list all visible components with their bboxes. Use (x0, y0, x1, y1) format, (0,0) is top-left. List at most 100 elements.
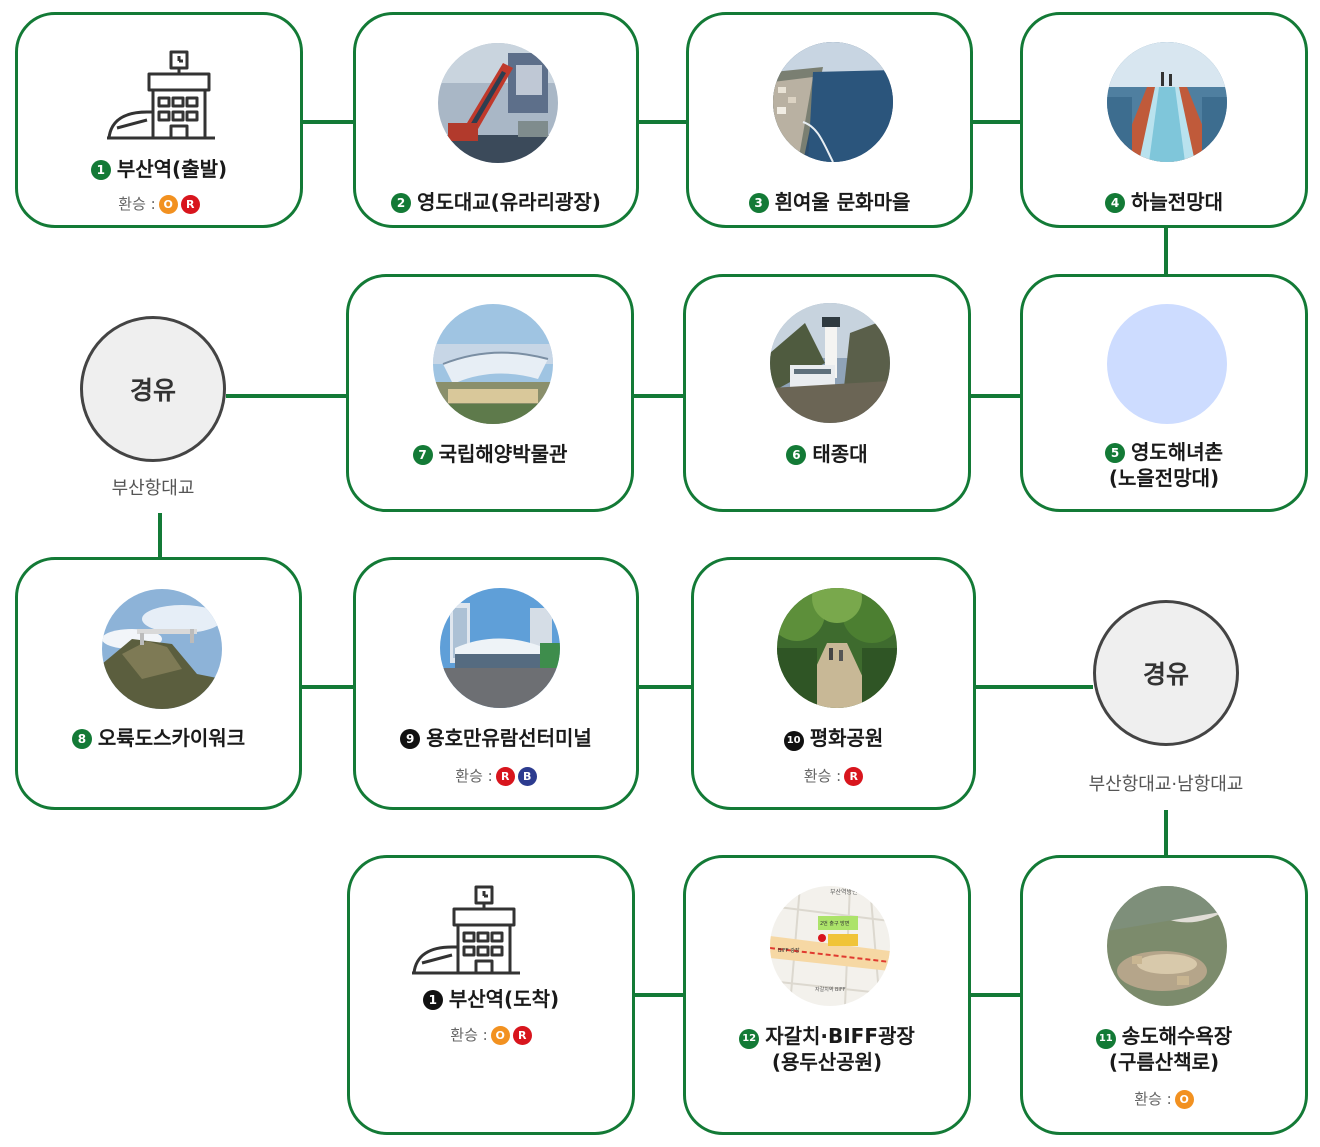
station-name-text: 부산역(도착) (448, 987, 560, 1011)
station-name-line2: (용두산공원) (771, 1050, 883, 1074)
glass-skywalk-photo (1107, 42, 1227, 162)
maritime-museum-photo (433, 304, 553, 424)
coastal-village-photo (773, 42, 893, 162)
transfer-badge-r: R (180, 195, 200, 214)
area-map-photo: 부산역방면 2번 출구 방면 BIFF 광장 자갈치역 BIFF (770, 886, 890, 1006)
route-line (635, 993, 683, 997)
station-name-text: 태종대 (812, 442, 868, 466)
transfer-label: 환승 : (1134, 1090, 1172, 1108)
station-name-text: 자갈치·BIFF광장 (765, 1024, 915, 1048)
station-name-text: 평화공원 (809, 726, 884, 750)
cloud-walkway-photo (1107, 886, 1227, 1006)
station-number: 10 (783, 731, 804, 751)
station-number: 1 (90, 160, 111, 180)
transfer-badge-r: R (512, 1026, 532, 1045)
ferry-terminal-photo (440, 588, 560, 708)
station-name-text: 송도해수욕장 (1121, 1024, 1233, 1048)
transfer-badge-r: R (844, 767, 864, 786)
station-name-text: 영도해녀촌 (1131, 440, 1223, 464)
via-circle-via1: 경유 (80, 316, 226, 462)
station-name-line2: (구름산책로) (1108, 1050, 1220, 1074)
station-name: 4 하늘전망대 (1023, 189, 1305, 215)
station-card-s4[interactable]: 4 하늘전망대 (1020, 12, 1308, 228)
transfer-label: 환승 : (455, 767, 493, 785)
station-number: 9 (400, 729, 421, 749)
route-line (1164, 228, 1168, 274)
route-line (976, 685, 1093, 689)
placeholder-circle (1107, 304, 1227, 424)
via-circle-via2: 경유 (1093, 600, 1239, 746)
route-line (634, 394, 683, 398)
station-number: 8 (71, 729, 92, 749)
station-card-s5[interactable]: 5 영도해녀촌(노을전망대) (1020, 274, 1308, 512)
train-station-icon (107, 50, 219, 144)
map-footer-text: 자갈치역 BIFF (815, 986, 846, 993)
station-name-text: 용호만유람선터미널 (426, 726, 592, 750)
station-name-line2: (노을전망대) (1108, 466, 1220, 490)
station-number: 11 (1095, 1029, 1116, 1049)
transfer-info: 환승 :O (1023, 1088, 1305, 1110)
station-number: 3 (748, 193, 769, 213)
route-line (303, 120, 353, 124)
train-station-icon (412, 885, 524, 979)
route-line (971, 993, 1020, 997)
via-sublabel: 부산항대교·남항대교 (1088, 774, 1244, 795)
route-line (302, 685, 353, 689)
transfer-badge-r: R (495, 767, 515, 786)
transfer-info: 환승 :R (694, 765, 973, 787)
station-name-text: 영도대교(유라리광장) (417, 190, 601, 214)
route-line (971, 394, 1020, 398)
park-path-photo (777, 588, 897, 708)
route-line (1164, 810, 1168, 855)
cliff-skywalk-photo (102, 589, 222, 709)
station-number: 5 (1105, 443, 1125, 463)
station-name-text: 오륙도스카이워크 (97, 726, 246, 750)
transfer-badge-o: O (158, 195, 178, 214)
map-header-text: 부산역방면 (830, 888, 858, 896)
transfer-label: 환승 : (450, 1026, 488, 1044)
station-number: 12 (739, 1029, 760, 1049)
route-line (973, 120, 1020, 124)
transfer-badge-o: O (1174, 1090, 1194, 1109)
station-number: 1 (422, 990, 443, 1010)
station-number: 6 (786, 445, 807, 465)
route-line (226, 394, 346, 398)
transfer-badge-b: B (517, 767, 537, 786)
station-number: 4 (1105, 193, 1125, 213)
station-name-text: 국립해양박물관 (438, 442, 568, 466)
station-name-text: 하늘전망대 (1131, 190, 1223, 214)
station-name-text: 부산역(출발) (116, 157, 228, 181)
route-line (158, 513, 162, 557)
station-number: 7 (412, 445, 433, 465)
route-line (639, 120, 686, 124)
station-name: 5 영도해녀촌 (1023, 439, 1305, 465)
drawbridge-photo (438, 43, 558, 163)
transfer-label: 환승 : (118, 195, 156, 213)
map-route-text: BIFF 광장 (778, 947, 800, 954)
route-line (639, 685, 691, 689)
